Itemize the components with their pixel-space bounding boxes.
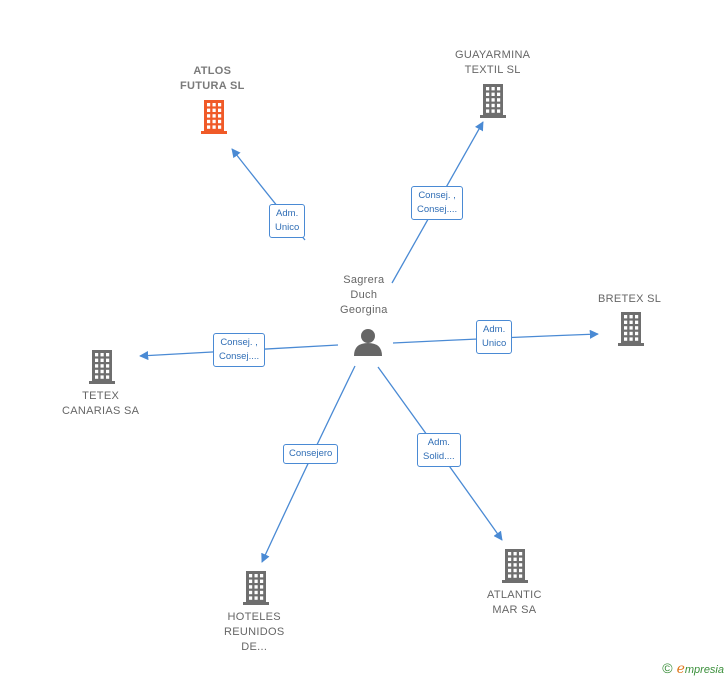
center-person-name-line: Sagrera	[343, 274, 385, 286]
person-icon[interactable]	[354, 329, 382, 356]
center-person-name-line: Georgina	[340, 304, 388, 316]
relation-label-bretex[interactable]: Adm. Unico	[476, 320, 513, 354]
relation-text: Unico	[482, 338, 507, 349]
relation-text: Consej. ,	[418, 190, 456, 201]
building-icon-guayarmina[interactable]	[480, 84, 506, 118]
company-name-atlantic-line: MAR SA	[492, 604, 537, 616]
brand-logo-text: mpresia	[684, 664, 724, 676]
company-name-bretex[interactable]: BRETEX SL	[598, 292, 661, 307]
company-name-guayarmina-line: GUAYARMINA	[455, 49, 531, 61]
company-name-atlantic[interactable]: ATLANTIC MAR SA	[487, 588, 542, 618]
relation-text: Consej. ,	[220, 337, 258, 348]
relation-text: Consej....	[219, 351, 260, 362]
relation-label-guayarmina[interactable]: Consej. , Consej....	[411, 186, 464, 220]
company-name-hoteles-line: HOTELES	[227, 611, 281, 623]
company-name-guayarmina[interactable]: GUAYARMINA TEXTIL SL	[455, 48, 530, 78]
brand-logo-e: e	[676, 661, 685, 677]
relation-label-atlantic[interactable]: Adm. Solid....	[417, 433, 461, 467]
company-name-bretex-line: BRETEX SL	[598, 293, 662, 305]
building-icon-hoteles[interactable]	[243, 571, 269, 605]
company-name-atlos-line: ATLOS	[193, 65, 232, 77]
building-icon-bretex[interactable]	[618, 312, 644, 346]
relation-label-tetex[interactable]: Consej. , Consej....	[213, 333, 266, 367]
company-name-tetex-line: CANARIAS SA	[62, 405, 140, 417]
relation-text: Unico	[275, 222, 300, 233]
relation-label-hoteles[interactable]: Consejero	[283, 444, 339, 464]
building-icon-atlos[interactable]	[201, 100, 227, 134]
building-icon-atlantic[interactable]	[502, 549, 528, 583]
empresia-brand: ©empresia	[662, 660, 724, 677]
company-name-guayarmina-line: TEXTIL SL	[464, 64, 521, 76]
edge-hoteles	[261, 365, 356, 563]
relation-text: Consejero	[289, 448, 333, 459]
copyright-icon: ©	[662, 660, 673, 676]
company-name-hoteles-line: REUNIDOS	[224, 626, 285, 638]
center-person-name-line: Duch	[350, 289, 378, 301]
company-name-hoteles-line: DE...	[241, 641, 268, 653]
relation-text: Adm.	[483, 324, 506, 335]
company-name-atlos-line: FUTURA SL	[180, 80, 245, 92]
icons	[89, 84, 644, 605]
building-icon-tetex[interactable]	[89, 350, 115, 384]
company-name-atlos[interactable]: ATLOS FUTURA SL	[180, 64, 245, 94]
company-name-atlantic-line: ATLANTIC	[487, 589, 542, 601]
relation-text: Adm.	[276, 208, 299, 219]
company-name-tetex-line: TETEX	[82, 390, 120, 402]
relation-label-atlos[interactable]: Adm. Unico	[269, 204, 306, 238]
company-name-tetex[interactable]: TETEX CANARIAS SA	[62, 389, 139, 419]
relation-text: Adm.	[427, 437, 450, 448]
relation-text: Solid....	[423, 451, 455, 462]
relation-text: Consej....	[417, 204, 458, 215]
company-name-hoteles[interactable]: HOTELES REUNIDOS DE...	[224, 610, 284, 655]
